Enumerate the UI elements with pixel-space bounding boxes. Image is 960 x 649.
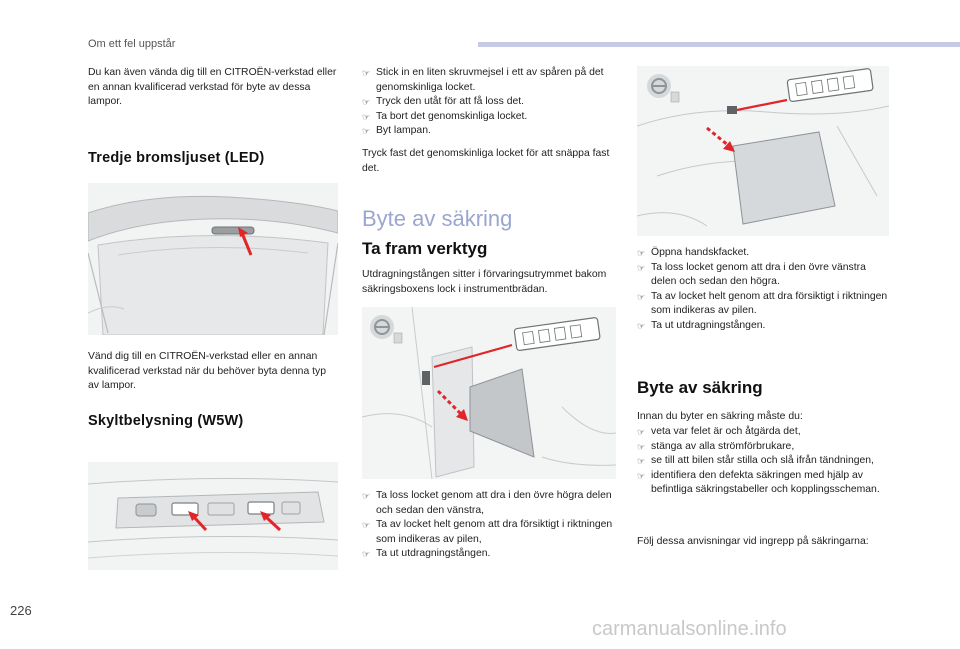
red-dashed-arrow-icon (436, 389, 468, 421)
list-item: Ta ut utdragningstången. (362, 547, 614, 562)
dashboard-fusebox-illustration (362, 307, 616, 479)
list-item: Byt lampan. (362, 124, 614, 139)
brake-light-illustration (88, 183, 338, 335)
header-accent-bar (478, 42, 960, 47)
closing-text: Tryck fast det genomskinliga locket för … (362, 148, 610, 174)
fuse-puller-tool (513, 317, 601, 351)
list-item: Tryck den utåt för att få loss det. (362, 95, 614, 110)
red-arrow-icon (238, 227, 253, 256)
intro-text: Du kan även vända dig till en CITROËN-ve… (88, 67, 337, 108)
list-item: Ta av locket helt genom att dra försikti… (362, 518, 614, 547)
steering-wheel-icon (370, 315, 394, 339)
brake-light-text: Vänd dig till en CITROËN-verkstad eller … (88, 351, 326, 392)
tools-text: Utdragningstången sitter i förvaringsutr… (362, 269, 607, 295)
brake-light-heading: Tredje bromsljuset (LED) (88, 150, 265, 166)
red-arrow-icon (260, 511, 282, 532)
before-steps: veta var felet är och åtgärda det, stäng… (637, 425, 889, 498)
list-item: identifiera den defekta säkringen med hj… (637, 469, 889, 498)
page-number: 226 (10, 603, 32, 618)
steering-wheel-icon (647, 74, 671, 98)
section-title: Om ett fel uppstår (88, 38, 176, 50)
list-item: Öppna handskfacket. (637, 246, 889, 261)
list-item: Ta av locket helt genom att dra försikti… (637, 290, 889, 319)
fuse-replace-heading: Byte av säkring (637, 378, 763, 397)
list-item: se till att bilen står stilla och slå if… (637, 454, 889, 469)
list-item: stänga av alla strömförbrukare, (637, 440, 889, 455)
red-dashed-arrow-icon (706, 126, 735, 152)
list-item: Ta loss locket genom att dra i den övre … (637, 261, 889, 290)
follow-text: Följ dessa anvisningar vid ingrepp på sä… (637, 536, 869, 547)
bulb-replace-steps: Stick in en liten skruvmejsel i ett av s… (362, 66, 614, 139)
cover-removal-steps: Ta loss locket genom att dra i den övre … (362, 489, 614, 562)
glovebox-steps: Öppna handskfacket. Ta loss locket genom… (637, 246, 889, 334)
tools-heading: Ta fram verktyg (362, 239, 488, 258)
list-item: Ta loss locket genom att dra i den övre … (362, 489, 614, 518)
plate-light-illustration (88, 462, 338, 570)
list-item: Ta ut utdragningstången. (637, 319, 889, 334)
watermark: carmanualsonline.info (592, 618, 787, 640)
before-text: Innan du byter en säkring måste du: (637, 411, 803, 422)
red-arrow-icon (188, 511, 208, 532)
fuse-section-title: Byte av säkring (362, 206, 513, 231)
list-item: veta var felet är och åtgärda det, (637, 425, 889, 440)
list-item: Ta bort det genomskinliga locket. (362, 110, 614, 125)
fuse-puller-tool (786, 68, 874, 102)
list-item: Stick in en liten skruvmejsel i ett av s… (362, 66, 614, 95)
plate-light-heading: Skyltbelysning (W5W) (88, 413, 244, 429)
glovebox-fusebox-illustration (637, 66, 889, 236)
